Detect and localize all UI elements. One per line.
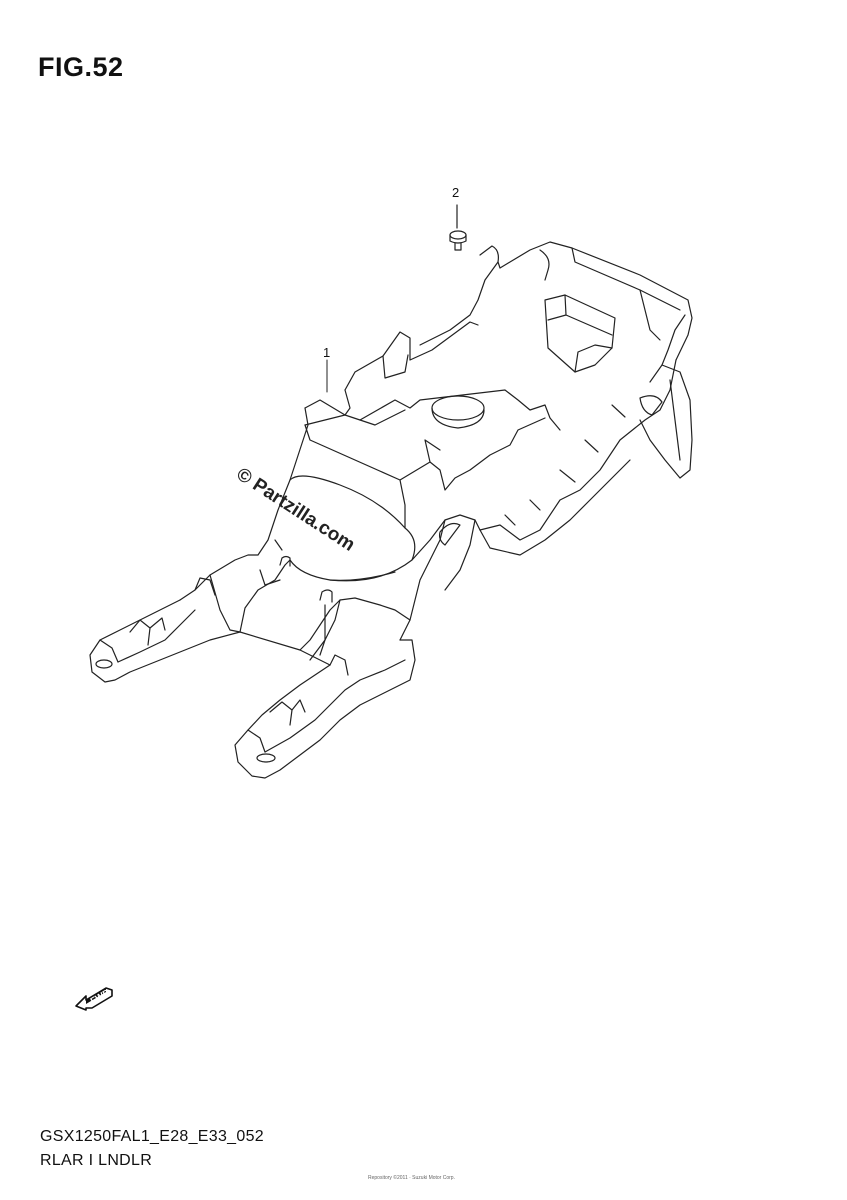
bolt-part — [449, 204, 467, 251]
callout-part-2: 2 — [452, 185, 460, 200]
section-name: RLAR I LNDLR — [40, 1152, 153, 1169]
fine-print: Repository ©2011 · Suzuki Motor Corp. — [368, 1175, 455, 1181]
callout-part-1: 1 — [323, 345, 331, 360]
figure-title: FIG.52 — [38, 52, 124, 82]
fwd-arrow-icon: FWD — [75, 987, 113, 1011]
model-code: GSX1250FAL1_E28_E33_052 — [40, 1128, 264, 1145]
fender-body — [89, 241, 693, 779]
